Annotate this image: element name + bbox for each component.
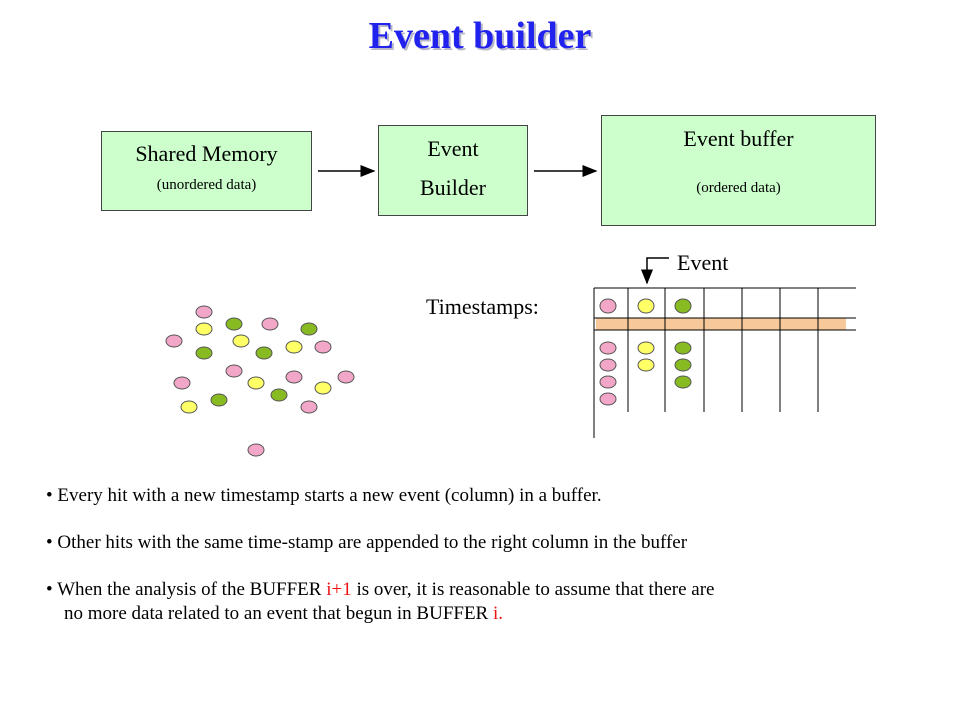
hit-green	[300, 322, 318, 336]
bullet-list: • Every hit with a new timestamp starts …	[46, 484, 946, 626]
bullet-3-highlight: i+1	[326, 579, 352, 600]
buffer-grid	[593, 287, 856, 438]
bullet-1: • Every hit with a new timestamp starts …	[46, 485, 602, 506]
timestamp-hit-yellow	[637, 298, 655, 314]
hit-yellow	[232, 334, 250, 348]
hit-green	[270, 388, 288, 402]
hit-green	[210, 393, 228, 407]
slide-title: Event builder	[368, 15, 592, 57]
unordered-hits-cloud	[165, 305, 355, 457]
hit-green	[255, 346, 273, 360]
buffer-hit-pink	[599, 358, 617, 372]
hit-pink	[225, 364, 243, 378]
hit-pink	[165, 334, 183, 348]
hit-pink	[285, 370, 303, 384]
hit-green	[195, 346, 213, 360]
shared-memory-label: Shared Memory	[135, 141, 278, 166]
hit-yellow	[180, 400, 198, 414]
timestamps-label: Timestamps:	[426, 294, 539, 319]
bullet-3-pre: When the analysis of the BUFFER	[57, 579, 327, 600]
shared-memory-sublabel: (unordered data)	[156, 177, 257, 193]
buffer-hit-pink	[599, 375, 617, 389]
timestamp-hit-pink	[599, 298, 617, 314]
hit-yellow	[285, 340, 303, 354]
bullet-2-text: Other hits with the same time-stamp are …	[57, 532, 688, 553]
event-pointer-arrow	[641, 257, 669, 285]
buffer-hit-yellow	[637, 358, 655, 372]
hit-pink	[261, 317, 279, 331]
bullet-3-post: is over, it is reasonable to assume that…	[351, 579, 715, 600]
hit-pink	[300, 400, 318, 414]
hit-pink	[337, 370, 355, 384]
hit-green	[225, 317, 243, 331]
hit-yellow	[314, 381, 332, 395]
event-label: Event	[677, 250, 729, 275]
event-builder-box: Event Builder	[378, 125, 528, 216]
bullet-4-highlight: i.	[492, 603, 504, 624]
bullet-3: • When the analysis of the BUFFER i+1 is…	[46, 579, 715, 600]
hit-yellow	[247, 376, 265, 390]
timestamp-hit-green	[674, 298, 692, 314]
event-builder-line1: Event	[427, 136, 479, 161]
event-buffer-box: Event buffer (ordered data)	[601, 115, 876, 226]
hit-pink	[173, 376, 191, 390]
hit-pink	[314, 340, 332, 354]
bullet-4-pre: no more data related to an event that be…	[64, 603, 493, 624]
buffer-hit-pink	[599, 341, 617, 355]
event-buffer-label: Event buffer	[683, 126, 794, 151]
bullet-2: • Other hits with the same time-stamp ar…	[46, 532, 688, 553]
buffer-hit-pink	[599, 392, 617, 406]
buffer-hit-green	[674, 375, 692, 389]
hit-pink	[247, 443, 265, 457]
timestamp-band	[596, 318, 846, 330]
bullet-3-continuation: no more data related to an event that be…	[46, 602, 946, 626]
shared-memory-box: Shared Memory (unordered data)	[101, 131, 312, 211]
bullet-1-text: Every hit with a new timestamp starts a …	[57, 485, 602, 506]
buffer-hit-green	[674, 358, 692, 372]
hit-yellow	[195, 322, 213, 336]
event-buffer-sublabel: (ordered data)	[696, 180, 781, 196]
hit-pink	[195, 305, 213, 319]
event-builder-line2: Builder	[420, 175, 486, 200]
buffer-hit-green	[674, 341, 692, 355]
buffer-hit-yellow	[637, 341, 655, 355]
